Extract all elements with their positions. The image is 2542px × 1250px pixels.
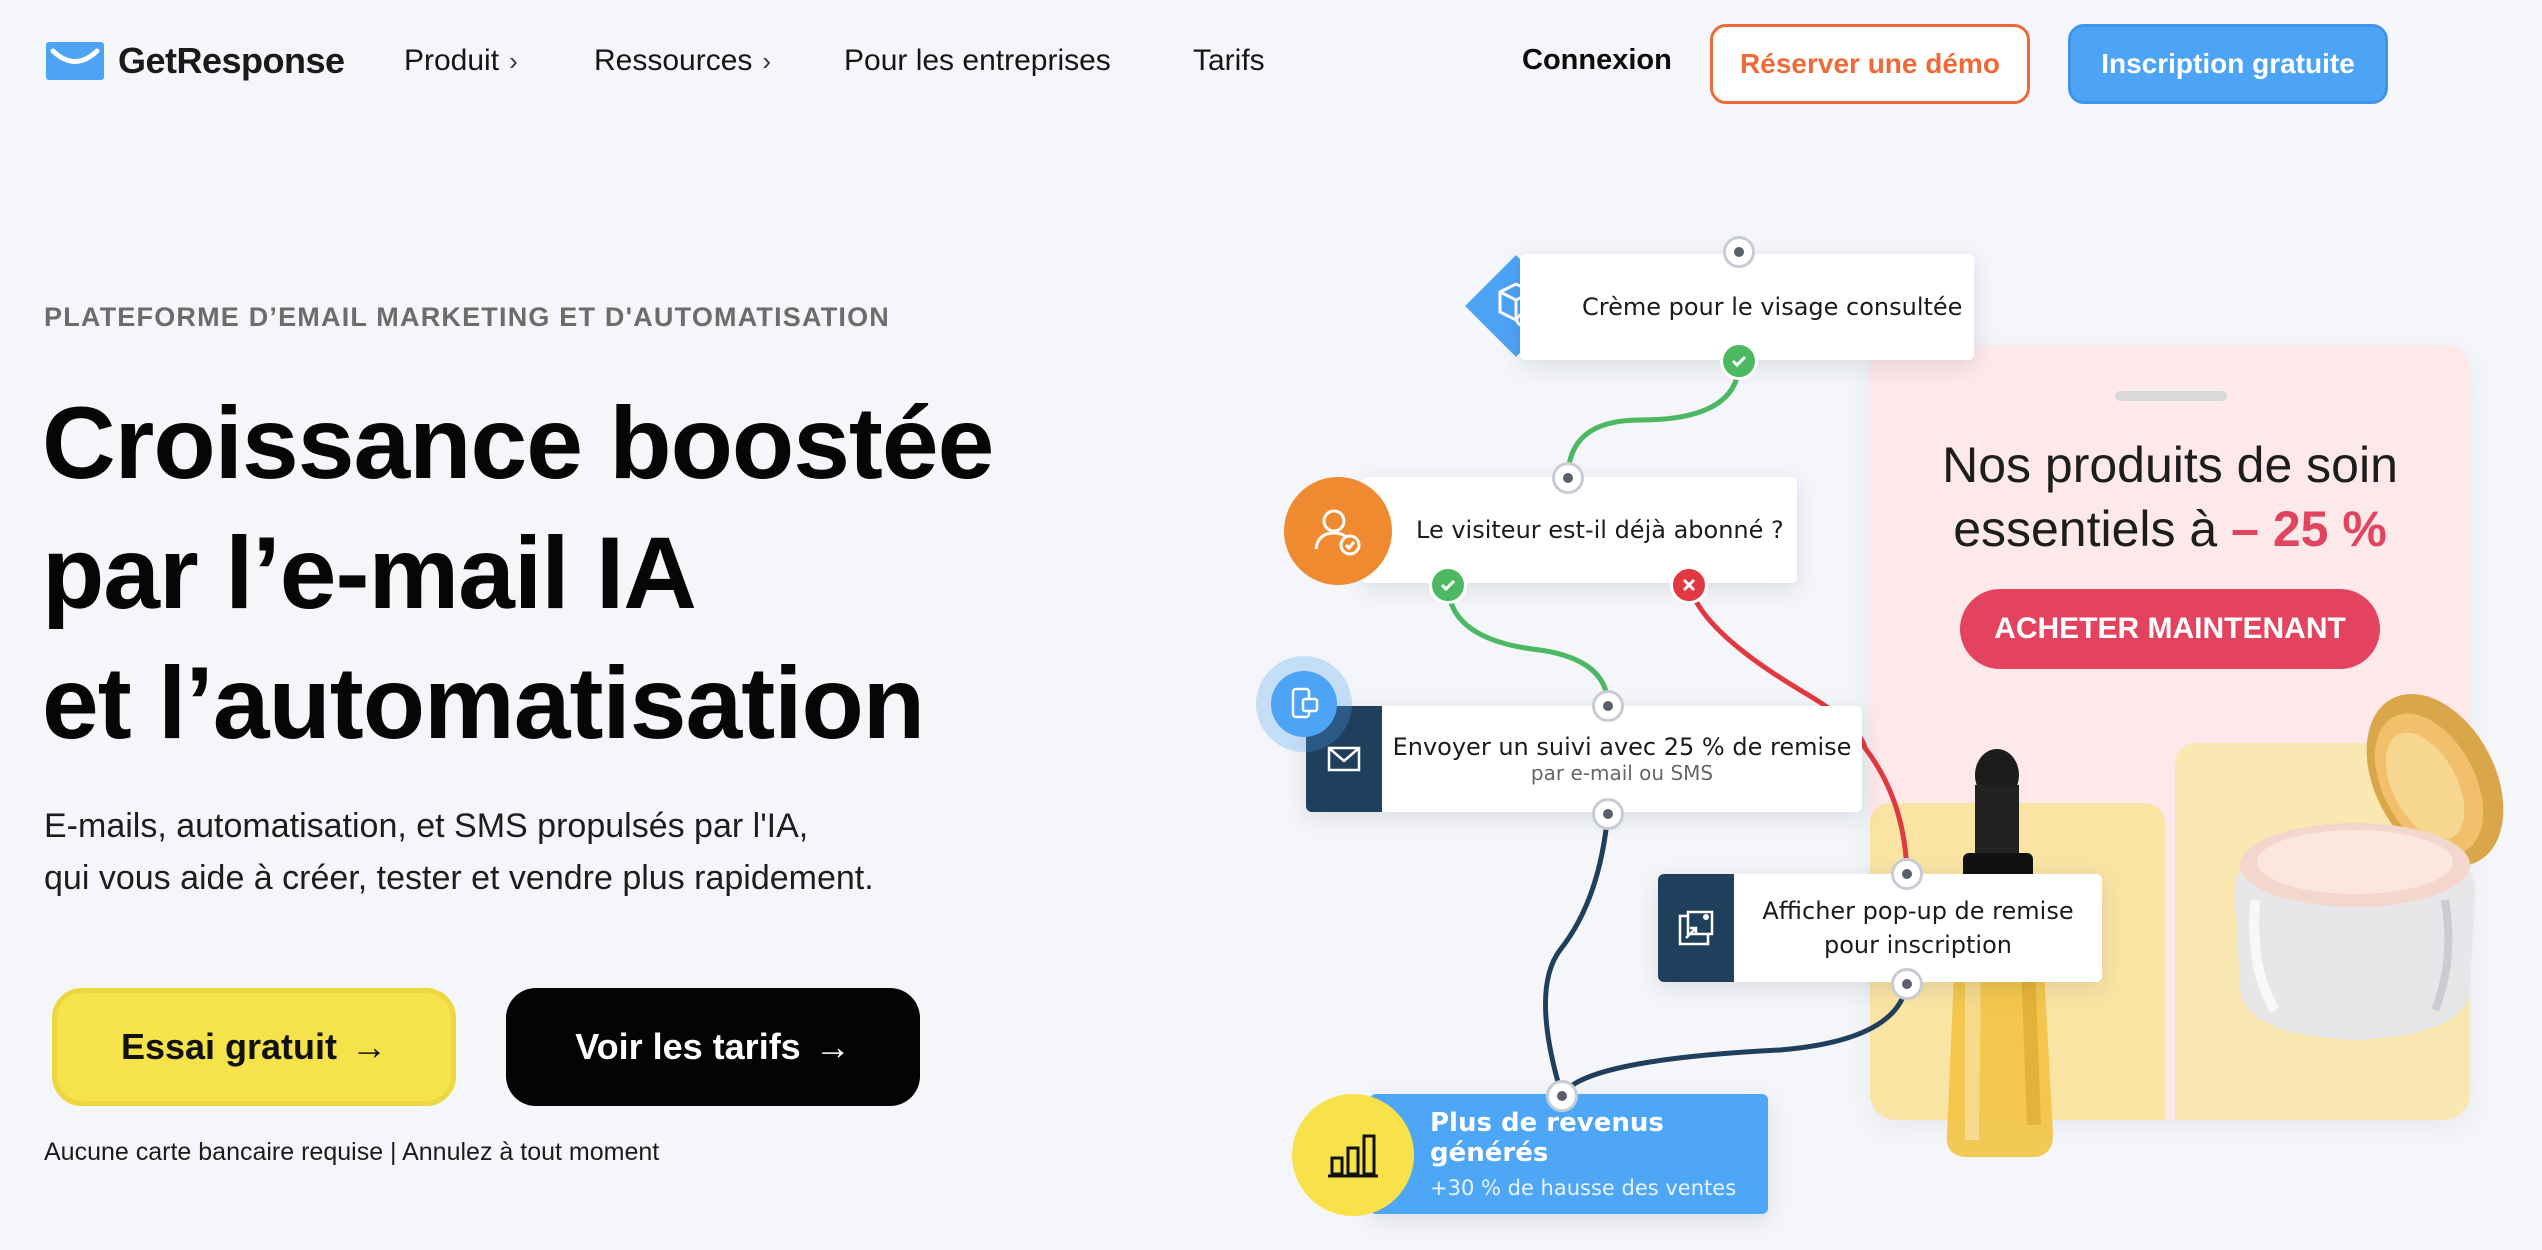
cream-jar-image — [2235, 694, 2504, 1040]
nav-produit[interactable]: Produit › — [404, 44, 518, 78]
arrow-right-icon: → — [351, 1026, 388, 1067]
step-sublabel: par e-mail ou SMS — [1530, 761, 1714, 785]
promo-title-line1: Nos produits de soin — [1942, 437, 2398, 493]
hero-eyebrow: PLATEFORME D’EMAIL MARKETING ET D'AUTOMA… — [44, 302, 890, 332]
hero-subtext: E-mails, automatisation, et SMS propulsé… — [44, 800, 1144, 904]
promo-title: Nos produits de soin essentiels à – 25 % — [1870, 433, 2470, 561]
hero-disclaimer: Aucune carte bancaire requise | Annulez … — [44, 1138, 660, 1166]
nav-tarifs-label: Tarifs — [1193, 44, 1265, 77]
connector-dot — [1546, 1080, 1578, 1112]
promo-title-prefix: essentiels à — [1953, 501, 2232, 557]
serum-bottle-image — [1946, 749, 2053, 1157]
nav-ressources-label: Ressources — [594, 44, 753, 77]
chevron-right-icon: › — [509, 45, 518, 76]
step-label-line1: Afficher pop-up de remise — [1762, 897, 2074, 925]
signup-button[interactable]: Inscription gratuite — [2068, 24, 2388, 104]
nav-ressources[interactable]: Ressources › — [594, 44, 771, 78]
connector-dot — [1891, 968, 1923, 1000]
nav-produit-label: Produit — [404, 44, 500, 77]
nav-entreprises-label: Pour les entreprises — [844, 44, 1111, 77]
result-title: Plus de revenus générés — [1430, 1108, 1664, 1168]
book-demo-button[interactable]: Réserver une démo — [1710, 24, 2030, 104]
connector-dot — [1891, 858, 1923, 890]
step-text: Afficher pop-up de remise pour inscripti… — [1734, 894, 2102, 962]
phone-sms-icon — [1256, 656, 1352, 752]
view-pricing-button[interactable]: Voir les tarifs → — [506, 988, 920, 1106]
headline-line: par l’e-mail IA — [42, 516, 697, 630]
login-link[interactable]: Connexion — [1522, 44, 1672, 76]
promo-notch — [2115, 391, 2227, 401]
bar-chart-icon — [1292, 1094, 1414, 1216]
logo[interactable]: GetResponse — [46, 40, 345, 82]
connector-dot — [1592, 690, 1624, 722]
site-header: GetResponse Produit › Ressources › Pour … — [0, 0, 2542, 128]
cross-icon — [1670, 566, 1708, 604]
hero-headline: Croissance boostée par l’e-mail IA et l’… — [42, 378, 1182, 768]
arrow-right-icon: → — [814, 1026, 851, 1067]
promo-title-line2: essentiels à – 25 % — [1870, 497, 2470, 561]
result-text: Plus de revenus générés +30 % de hausse … — [1430, 1108, 1768, 1200]
check-icon — [1720, 342, 1758, 380]
nav-entreprises[interactable]: Pour les entreprises — [844, 44, 1111, 78]
free-trial-label: Essai gratuit — [120, 1026, 338, 1067]
workflow-step-send-followup[interactable]: Envoyer un suivi avec 25 % de remise par… — [1306, 706, 1862, 812]
chevron-right-icon: › — [762, 45, 772, 76]
promo-discount: – 25 % — [2231, 501, 2387, 557]
workflow-step-product-viewed[interactable]: Crème pour le visage consultée — [1520, 254, 1974, 360]
email-icon — [1306, 706, 1382, 812]
headline-line: et l’automatisation — [42, 646, 925, 760]
step-label: Envoyer un suivi avec 25 % de remise — [1392, 733, 1852, 761]
workflow-step-popup[interactable]: Afficher pop-up de remise pour inscripti… — [1658, 874, 2102, 982]
user-check-icon — [1284, 477, 1392, 585]
connector-dot — [1592, 798, 1624, 830]
step-label: Crème pour le visage consultée — [1582, 293, 1963, 321]
free-trial-button[interactable]: Essai gratuit → — [52, 988, 456, 1106]
view-pricing-label: Voir les tarifs — [575, 1026, 801, 1067]
popup-icon — [1658, 874, 1734, 982]
workflow-result-revenue[interactable]: Plus de revenus générés +30 % de hausse … — [1370, 1094, 1768, 1214]
step-text: Envoyer un suivi avec 25 % de remise par… — [1382, 733, 1862, 785]
subtext-line: E-mails, automatisation, et SMS propulsé… — [44, 807, 809, 845]
connector-dot — [1552, 462, 1584, 494]
logo-text: GetResponse — [118, 40, 345, 81]
step-label: Le visiteur est-il déjà abonné ? — [1416, 516, 1784, 544]
step-label-line2: pour inscription — [1824, 931, 2012, 959]
result-subtitle: +30 % de hausse des ventes — [1430, 1176, 1737, 1200]
buy-now-button[interactable]: ACHETER MAINTENANT — [1960, 589, 2380, 669]
check-icon — [1429, 566, 1467, 604]
subtext-line: qui vous aide à créer, tester et vendre … — [44, 859, 874, 897]
envelope-logo-icon — [46, 42, 104, 80]
nav-tarifs[interactable]: Tarifs — [1193, 44, 1265, 78]
connector-dot — [1723, 236, 1755, 268]
phone-sms-icon-inner — [1271, 671, 1337, 737]
workflow-step-subscriber-check[interactable]: Le visiteur est-il déjà abonné ? — [1362, 477, 1797, 583]
headline-line: Croissance boostée — [42, 386, 994, 500]
